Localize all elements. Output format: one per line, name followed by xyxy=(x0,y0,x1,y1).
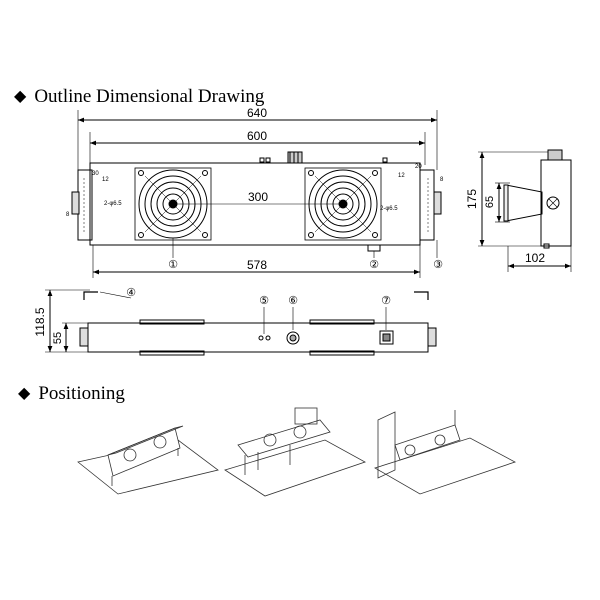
callout-1: ① xyxy=(168,259,178,271)
bracket-width-label: 30 xyxy=(92,171,99,177)
diamond-bullet-icon: ◆ xyxy=(18,385,31,402)
callout-5: ⑤ xyxy=(259,295,269,307)
positioning-heading: ◆ Positioning xyxy=(18,383,125,405)
diamond-bullet-icon: ◆ xyxy=(14,88,27,105)
positioning-sketch-3 xyxy=(374,410,517,495)
front-view xyxy=(71,110,442,278)
right-bracket xyxy=(419,169,435,241)
dim-578-label: 578 xyxy=(247,258,267,272)
positioning-sketch-1 xyxy=(77,425,219,495)
callout-2: ② xyxy=(369,259,379,271)
bracket-hole-left-label: 8 xyxy=(66,212,70,218)
bottom-body xyxy=(87,322,429,353)
callout-3: ③ xyxy=(433,259,443,271)
dim-118-5-label: 118.5 xyxy=(33,307,47,336)
positioning-heading-text: Positioning xyxy=(38,383,125,404)
bottom-view xyxy=(45,289,437,356)
dim-175-label: 175 xyxy=(465,189,479,209)
positioning-sketch-2 xyxy=(224,407,366,497)
callout-4: ④ xyxy=(126,287,136,299)
dim-300-label: 300 xyxy=(248,190,268,204)
bracket-hole-right-label: 8 xyxy=(440,177,444,183)
dim-55-label: 55 xyxy=(52,332,64,344)
dim-600-label: 600 xyxy=(247,129,267,143)
callout-6: ⑥ xyxy=(288,295,298,307)
dim-65-label: 65 xyxy=(484,196,496,208)
outline-heading-text: Outline Dimensional Drawing xyxy=(34,86,265,107)
side-view xyxy=(478,149,572,272)
slot-right-label: 2-φ6.5 xyxy=(380,206,398,212)
dim-640-label: 640 xyxy=(247,106,267,120)
bracket-height-label: 12 xyxy=(102,177,109,183)
side-body xyxy=(540,159,572,247)
bracket-height-right-label: 12 xyxy=(398,173,405,179)
bracket-hole-top-label: 20 xyxy=(415,164,422,170)
callout-7: ⑦ xyxy=(381,295,391,307)
slot-left-label: 2-φ6.5 xyxy=(104,201,122,207)
outline-heading: ◆ Outline Dimensional Drawing xyxy=(14,86,264,108)
dim-102-label: 102 xyxy=(525,251,545,265)
